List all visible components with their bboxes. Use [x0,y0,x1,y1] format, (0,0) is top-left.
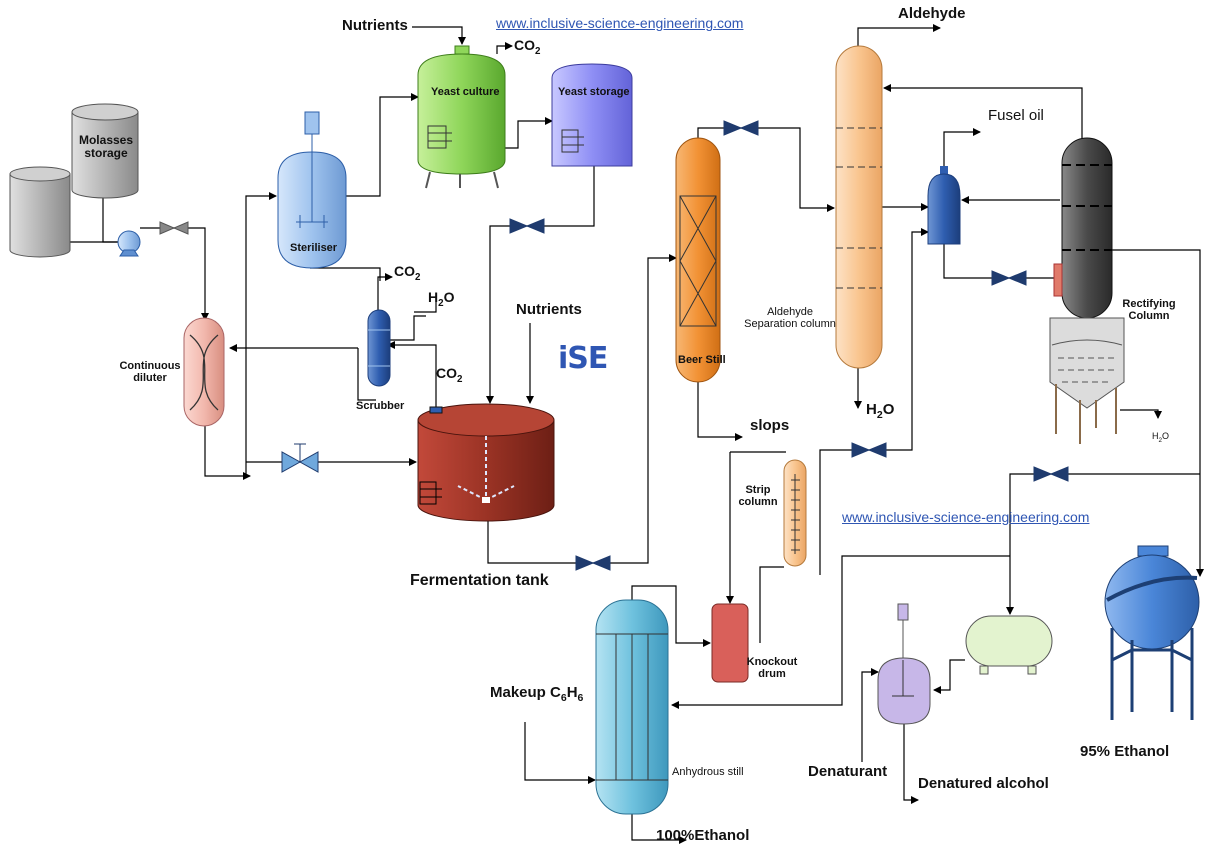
denaturing-vessel [877,603,931,725]
pipe-rect-h2o [1120,409,1162,419]
beer-still-column [675,137,721,383]
pipe-denaturant [861,668,879,762]
label-scrubber: Scrubber [356,400,405,412]
label-yeast-culture: Yeast culture [431,86,500,98]
yeast-storage-vessel [551,63,633,167]
valve-icon [851,442,887,458]
aldehyde-separation-column [835,45,883,369]
pipe-aldehyde-out [857,24,941,46]
pipe-nutrients-top [412,26,466,45]
label-anhydrous-still: Anhydrous still [672,766,744,778]
fermentation-tank [417,403,555,522]
label-ethanol-95: 95% Ethanol [1080,743,1170,760]
label-h2o-aldehyde: H2O [866,401,895,421]
pipe-steriliser-bottom [310,267,381,281]
pipe-culture-storage [505,117,553,149]
continuous-diluter [183,317,225,427]
pipe-beerstill-aldehyde [697,127,835,212]
pipe-ethanol100 [631,812,687,844]
pipe-steriliser-yeast [346,93,419,197]
pipe-denatured [903,724,919,804]
anhydrous-still [595,599,669,815]
label-nutrients-top: Nutrients [342,17,408,34]
label-co2-tank: CO2 [436,365,463,385]
valves [159,120,1069,571]
label-nutrients-mid: Nutrients [516,301,582,318]
label-fermentation-tank: Fermentation tank [410,572,549,589]
label-co2-scrubber: CO2 [394,263,421,283]
pipe-scrubber-co2 [377,273,393,310]
knockout-drum [711,603,749,683]
pump-icon [117,230,141,257]
fusel-oil-separator [927,166,961,245]
ethanol-storage-sphere [1104,545,1200,720]
pipe-to-green-tank [1006,473,1200,615]
pipe-fusel-out [943,128,981,170]
yeast-culture-vessel [417,45,506,189]
valve-icon [159,221,189,235]
product-storage-tank [965,615,1053,675]
label-h2o-small: H2O [1152,431,1170,444]
label-makeup-benzene: Makeup C6H6 [490,684,584,704]
pipe-to-steriliser [245,192,277,476]
scrubber-vessel [367,309,391,387]
pipe-green-vessel [933,659,965,694]
label-fusel-oil: Fusel oil [988,107,1044,124]
label-ethanol-100: 100%Ethanol [656,827,750,844]
pipe-h2o-in [414,302,437,313]
pipe-pump-diluter [140,227,209,321]
steriliser-vessel [277,111,347,269]
pipe-tank-scrubber [387,341,437,410]
rectifying-column [1049,137,1125,444]
valve-icon [1033,466,1069,482]
pipe-co2-top [496,42,513,54]
label-co2-top: CO2 [514,37,541,57]
pipe-knockout-strip [759,566,784,643]
pipe-fermenter-beerstill [487,254,677,564]
pipe-scrubber-h2o [390,315,426,341]
pipe-fusel-rect [943,244,1060,279]
website-link-mid[interactable]: www.inclusive-science-engineering.com [842,509,1090,525]
label-aldehyde: Aldehyde [898,5,966,22]
pipe-to-anhydrous [671,555,1010,709]
label-denaturant: Denaturant [808,763,888,780]
valve-icon [575,555,611,571]
pipe-rect-ethanol [1112,249,1204,577]
strip-column [783,459,807,567]
label-beer-still: Beer Still [678,354,726,366]
valve-icon [723,120,759,136]
label-h2o-scrubber: H2O [428,289,455,309]
ise-logo: iSE [558,341,608,376]
label-slops: slops [750,417,790,434]
label-yeast-storage: Yeast storage [558,86,630,98]
pipe-rect-aldehyde [883,84,1083,140]
valve-icon [991,270,1027,286]
molasses-storage-tanks [9,103,139,258]
pipe-strip-fusel [819,228,929,575]
label-steriliser: Steriliser [290,242,338,254]
pipe-slops [697,380,743,441]
website-link-top[interactable]: www.inclusive-science-engineering.com [496,15,744,31]
pipe-molasses-pump [102,196,118,243]
pipe-scrubber-bottom [357,348,376,401]
pipe-anhydrous-knockout [631,585,711,647]
label-denatured-alcohol: Denatured alcohol [918,775,1049,792]
valve-icon [509,218,545,234]
pipe-diluter-bottom [204,426,251,480]
valve-icon [281,443,319,473]
pipe-makeup [524,722,596,784]
